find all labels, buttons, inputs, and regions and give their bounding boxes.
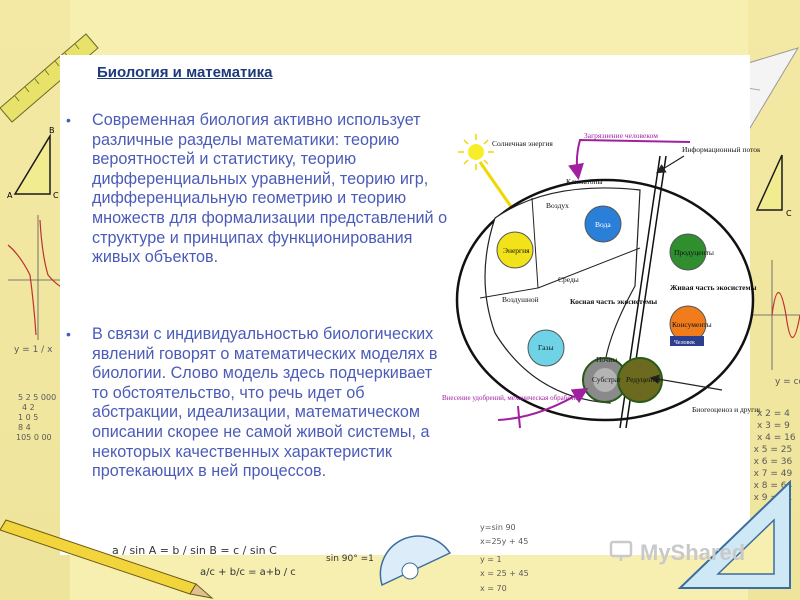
bottom-formula-3: y = 1	[480, 555, 502, 564]
slide-title: Биология и математика	[97, 64, 273, 81]
svg-text:B: B	[49, 126, 55, 135]
label-fertilizers: Внесение удобрений, механическая обработ…	[442, 394, 581, 402]
sine-graph-right-icon	[752, 260, 800, 370]
myshared-logo-icon	[609, 540, 633, 561]
fraction-formula: a/c + b/c = a+b / c	[200, 567, 296, 578]
label-gases: Газы	[538, 343, 553, 352]
mult-line-6: 7 x 7 = 49	[745, 469, 793, 479]
triangle-icon: B A C	[7, 126, 59, 200]
bottom-formula-1: y=sin 90	[480, 523, 516, 532]
label-air-medium: Воздушной	[502, 295, 539, 304]
formula-y-1-x: y = 1 / x	[14, 345, 53, 355]
sun-icon	[458, 134, 494, 170]
label-biogeocenosis: Биогеоценоз и другие экосистемы	[692, 405, 760, 414]
triangle-right-icon: C	[755, 154, 792, 218]
label-info-flow: Информационный поток	[682, 145, 760, 154]
ecosystem-diagram: Солнечная энергия Загрязнение человеком …	[442, 131, 760, 429]
division-line-2: 4 2	[22, 403, 35, 412]
watermark-text: MyShared	[640, 540, 746, 565]
label-soils: Почвы	[596, 355, 617, 364]
svg-text:C: C	[53, 191, 59, 200]
pencil-icon	[0, 519, 214, 599]
bullet-paragraph-1: Современная биология активно использует …	[66, 111, 452, 268]
mult-line-3: x 4 = 16	[757, 433, 796, 443]
mult-line-5: 6 x 6 = 36	[745, 457, 793, 467]
label-climatops: Климатопы	[566, 177, 603, 186]
sin90-formula: sin 90° =1	[326, 554, 374, 564]
division-line-4: 8 4	[18, 423, 31, 432]
division-line-3: 1 0 5	[18, 413, 39, 422]
label-living-part: Живая часть экосистемы	[670, 283, 757, 292]
mult-line-2: x 3 = 9	[757, 421, 790, 431]
label-substrate: Субстрат	[592, 375, 622, 384]
label-producers: Продуценты	[674, 248, 714, 257]
protractor-icon	[379, 535, 452, 587]
formula-y-co: y = co	[775, 377, 800, 387]
set-square-icon	[677, 480, 791, 589]
mult-line-1: x 2 = 4	[757, 409, 790, 419]
bottom-formula-5: x = 70	[480, 584, 507, 593]
division-line-5: 105 0 00	[16, 433, 52, 442]
svg-text:C: C	[786, 209, 792, 218]
label-consumers: Консументы	[672, 320, 712, 329]
label-human: Человек	[674, 340, 695, 346]
sine-rule-formula: a / sin A = b / sin B = c / sin C	[112, 544, 277, 557]
bottom-formula-2: x=25y + 45	[480, 537, 529, 546]
label-pollution: Загрязнение человеком	[584, 131, 658, 140]
label-inert-part: Косная часть экосистемы	[570, 297, 657, 306]
division-line-1: 5 2 5 000	[18, 393, 57, 402]
bottom-formula-4: x = 25 + 45	[480, 569, 529, 578]
label-air: Воздух	[546, 201, 569, 210]
svg-text:A: A	[7, 191, 13, 200]
label-solar: Солнечная энергия	[492, 139, 553, 148]
label-energy: Энергия	[503, 246, 530, 255]
label-water: Вода	[595, 220, 611, 229]
bullet-paragraph-2: В связи с индивидуальностью биологически…	[66, 325, 452, 482]
label-reducers: Редуценты	[626, 375, 661, 384]
label-media: Среды	[558, 275, 579, 284]
